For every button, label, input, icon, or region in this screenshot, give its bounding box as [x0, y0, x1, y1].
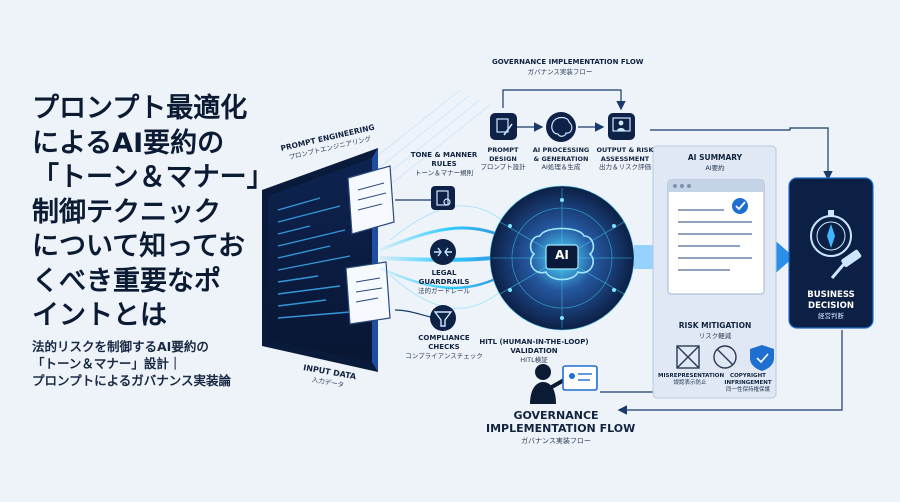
cancel-icon [713, 345, 737, 369]
label-en: TONE & MANNER [410, 151, 478, 159]
label-jp: 同一性保持権保護 [725, 387, 770, 393]
label-en: INFRINGEMENT [724, 380, 772, 386]
subtitle: 法的リスクを制御するAI要約の 「トーン＆マナー」設計｜ プロンプトによるガバナ… [32, 338, 272, 389]
label-jp: コンプライアンスチェック [405, 352, 483, 360]
label-en: RULES [431, 160, 457, 168]
headline-line: 「トーン＆マナー」 [32, 162, 274, 193]
headline-line: 制御テクニック [32, 196, 221, 228]
label-jp: 法的ガードレール [418, 287, 470, 295]
label-jp: AI処理＆生成 [541, 163, 581, 171]
person-monitor-icon [608, 113, 635, 140]
tone-rules-icon [431, 186, 455, 210]
headline-line: イントとは [32, 300, 167, 331]
page-title: プロンプト最適化 によるAI要約の 「トーン＆マナー」 制御テクニック について… [32, 92, 274, 334]
legal-guardrails-label: LEGAL GUARDRAILS 法的ガードレール [402, 269, 486, 296]
brain-icon [546, 112, 576, 142]
compass-icon [810, 210, 852, 257]
headline-line: くべき重要なポ [32, 265, 221, 297]
label-jp: 経営判断 [818, 312, 844, 320]
label-jp: ガバナンス実装フロー [527, 68, 593, 76]
brain-icon [529, 227, 595, 281]
step-ai-processing-label: AI PROCESSING & GENERATION AI処理＆生成 [528, 146, 594, 172]
label-en: OUTPUT & RISK [596, 146, 654, 154]
label-en: HITL (HUMAN-IN-THE-LOOP) [479, 338, 589, 346]
person-monitor-icon [562, 365, 598, 391]
headline-line: について知ってお [32, 231, 246, 262]
label-en: IMPLEMENTATION FLOW [486, 422, 636, 435]
compliance-checks-label: COMPLIANCE CHECKS コンプライアンスチェック [398, 334, 490, 361]
label-jp: ガバナンス実装フロー [521, 437, 591, 445]
cancel-icon [676, 345, 700, 369]
business-decision-label: BUSINESS DECISION 経営判断 [791, 290, 871, 322]
label-en: DESIGN [489, 154, 517, 163]
label-jp: AI要約 [705, 164, 725, 172]
label-en: GOVERNANCE IMPLEMENTATION FLOW [492, 58, 644, 66]
document-icon [345, 261, 391, 325]
misrepresentation-label: MISREPRESENTATION 誤認表示防止 [658, 373, 725, 387]
step-output-label: OUTPUT & RISK ASSESSMENT 出力＆リスク評価 [592, 146, 658, 172]
label-en: VALIDATION [510, 347, 558, 355]
ai-summary-label: AI SUMMARY AI要約 [665, 153, 765, 173]
headline-line: によるAI要約の [32, 127, 225, 159]
copyright-label: COPYRIGHT INFRINGEMENT 同一性保持権保護 [720, 373, 776, 394]
business-decision-card [788, 177, 874, 329]
step-prompt-design-label: PROMPT DESIGN プロンプト設計 [472, 146, 534, 172]
filter-icon [430, 305, 456, 331]
shield-icon [750, 345, 774, 371]
label-jp: トーン＆マナー規則 [414, 169, 474, 177]
merge-arrows-icon [430, 239, 456, 265]
label-en: BUSINESS [807, 290, 855, 300]
governance-bottom-label: GOVERNANCE IMPLEMENTATION FLOW ガバナンス実装フロ… [486, 409, 635, 448]
label-en: RISK MITIGATION [678, 321, 752, 330]
subtitle-line: 法的リスクを制御するAI要約の [32, 339, 209, 354]
label-en: LEGAL [431, 269, 457, 277]
checkmark-icon [732, 198, 748, 214]
headline-line: プロンプト最適化 [32, 93, 248, 124]
ai-core-label: AI [555, 248, 569, 262]
label-jp: リスク軽減 [698, 332, 732, 340]
label-jp: 誤認表示防止 [673, 380, 707, 386]
hitl-label: HITL (HUMAN-IN-THE-LOOP) VALIDATION HITL… [466, 338, 602, 365]
label-en: AI PROCESSING [532, 146, 590, 154]
label-en: DECISION [808, 300, 854, 311]
human-icon [530, 364, 565, 404]
label-en: CHECKS [428, 343, 460, 351]
gavel-icon [830, 249, 862, 279]
subtitle-line: プロンプトによるガバナンス実装論 [32, 373, 232, 388]
governance-top-label: GOVERNANCE IMPLEMENTATION FLOW ガバナンス実装フロ… [492, 57, 644, 77]
label-en: & GENERATION [533, 154, 589, 163]
label-en: GOVERNANCE [513, 409, 599, 422]
label-en: AI SUMMARY [687, 153, 743, 162]
label-jp: プロンプト設計 [480, 163, 526, 171]
subtitle-line: 「トーン＆マナー」設計｜ [32, 356, 182, 371]
governance-top-flow [502, 89, 626, 132]
label-en: MISREPRESENTATION [658, 373, 725, 379]
label-jp: HITL検証 [520, 356, 548, 364]
label-en: COPYRIGHT [730, 373, 766, 379]
pen-icon [490, 113, 517, 140]
risk-mitigation-label: RISK MITIGATION リスク軽減 [665, 321, 765, 341]
label-jp: 出力＆リスク評価 [599, 163, 651, 171]
label-en: ASSESSMENT [600, 154, 650, 163]
label-en: PROMPT [487, 146, 519, 154]
label-en: COMPLIANCE [418, 334, 470, 342]
label-en: GUARDRAILS [418, 278, 470, 286]
tone-rules-label: TONE & MANNER RULES トーン＆マナー規則 [402, 151, 486, 178]
document-icon [347, 165, 395, 235]
